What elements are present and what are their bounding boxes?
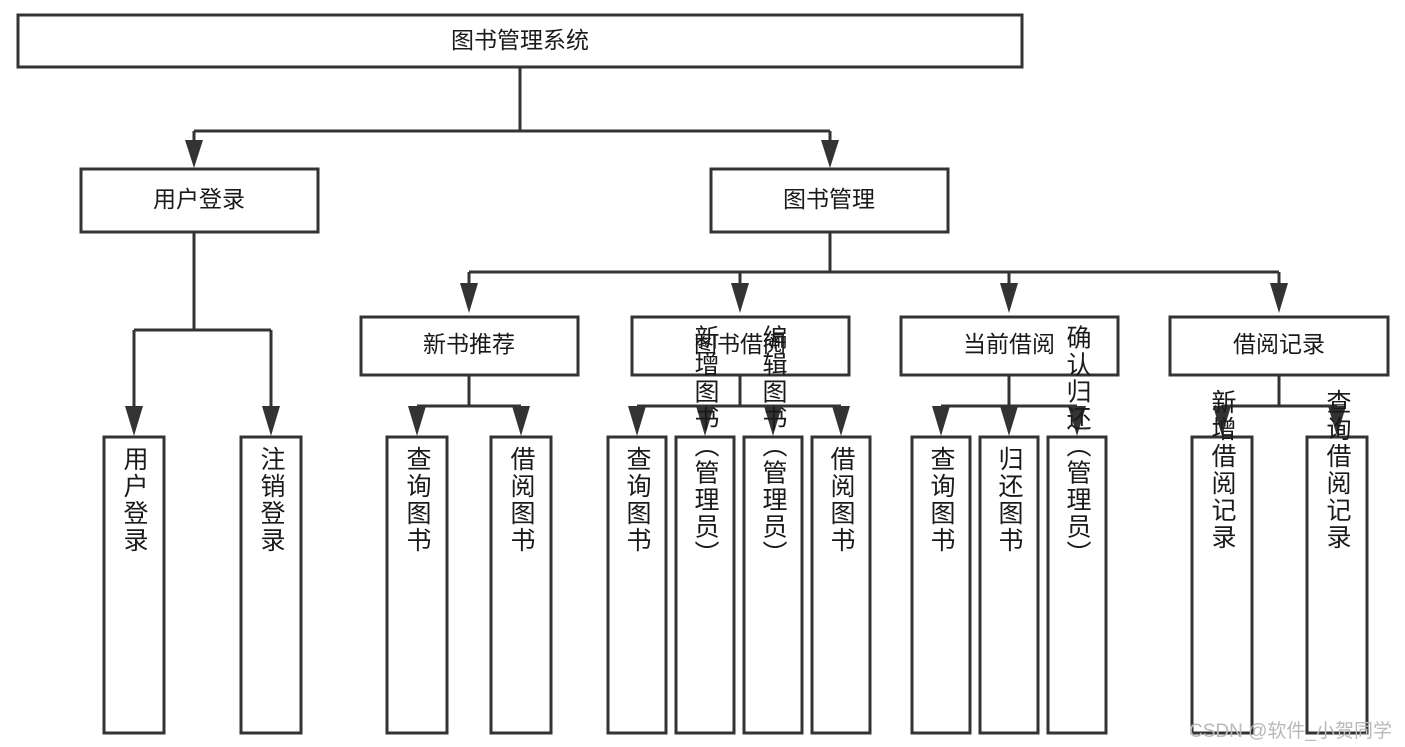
leaf-nb-query-book-box[interactable]: [385, 435, 449, 735]
connectors-book-borrow-to-leaves: [628, 375, 850, 436]
leaf-bb-add-book-label: 新增图书（管理员）: [691, 325, 720, 568]
connectors-user-login-to-leaves: [125, 232, 280, 436]
node-root-box[interactable]: [16, 13, 1024, 69]
leaf-bb-edit-book[interactable]: 编辑图书（管理员）: [742, 325, 804, 735]
leaf-nb-borrow-book-label: 借阅图书: [507, 446, 536, 554]
arrowhead-user-login: [185, 140, 203, 168]
node-borrow-record-label: 借阅记录: [1233, 331, 1325, 357]
leaf-cb-query-book[interactable]: 查询图书: [910, 435, 972, 735]
arrowhead-nb-leaf-1: [408, 406, 426, 436]
leaf-bb-query-book-label: 查询图书: [623, 446, 652, 554]
node-book-management[interactable]: 图书管理: [709, 167, 950, 234]
node-book-borrow-label: 图书借阅: [694, 331, 786, 357]
leaf-nb-borrow-book-box[interactable]: [489, 435, 553, 735]
node-book-management-label: 图书管理: [783, 186, 875, 212]
leaf-cb-return-book-box[interactable]: [978, 435, 1040, 735]
leaf-br-add-record[interactable]: 新增借阅记录: [1190, 389, 1254, 735]
node-root-label: 图书管理系统: [451, 27, 589, 53]
arrowhead-cb-leaf-3: [1068, 406, 1086, 436]
leaf-bb-borrow-book-box[interactable]: [810, 435, 872, 735]
node-book-management-box[interactable]: [709, 167, 950, 234]
leaf-br-query-record-box[interactable]: [1305, 435, 1369, 735]
leaf-bb-borrow-book-label: 借阅图书: [827, 446, 856, 554]
connectors-root-to-level2: [185, 67, 839, 168]
node-borrow-record[interactable]: 借阅记录: [1168, 315, 1390, 377]
leaf-bb-add-book[interactable]: 新增图书（管理员）: [674, 325, 736, 735]
leaf-nb-query-book[interactable]: 查询图书: [385, 435, 449, 735]
node-new-book-recommend-box[interactable]: [359, 315, 580, 377]
leaf-br-add-record-box[interactable]: [1190, 435, 1254, 735]
arrowhead-leaf-user-login: [125, 406, 143, 436]
leaf-user-login-label: 用户登录: [120, 446, 149, 554]
leaf-nb-borrow-book[interactable]: 借阅图书: [489, 435, 553, 735]
leaf-br-add-record-label: 新增借阅记录: [1208, 389, 1237, 551]
node-book-borrow-box[interactable]: [630, 315, 851, 377]
arrowhead-bb-leaf-2: [696, 406, 714, 436]
node-current-borrow[interactable]: 当前借阅: [899, 315, 1120, 377]
leaf-nb-query-book-label: 查询图书: [403, 446, 432, 554]
csdn-watermark: CSDN @软件_小贺同学: [1189, 720, 1392, 742]
leaf-logout[interactable]: 注销登录: [239, 435, 303, 735]
connectors-new-book-to-leaves: [408, 375, 530, 436]
node-user-login[interactable]: 用户登录: [79, 167, 320, 234]
connectors-current-borrow-to-leaves: [932, 375, 1086, 436]
leaf-logout-label: 注销登录: [257, 446, 286, 554]
leaf-cb-return-book-label: 归还图书: [995, 446, 1024, 554]
node-current-borrow-box[interactable]: [899, 315, 1120, 377]
node-book-borrow[interactable]: 图书借阅: [630, 315, 851, 377]
arrowhead-leaf-logout: [262, 406, 280, 436]
leaf-user-login[interactable]: 用户登录: [102, 435, 166, 735]
node-borrow-record-box[interactable]: [1168, 315, 1390, 377]
leaf-bb-add-book-box[interactable]: [674, 435, 736, 735]
leaf-bb-query-book[interactable]: 查询图书: [606, 435, 668, 735]
leaf-cb-confirm-return-label: 确认归还（管理员）: [1063, 325, 1092, 568]
arrowhead-book-mgmt: [821, 140, 839, 168]
connectors-borrow-record-to-leaves: [1213, 375, 1346, 436]
node-user-login-label: 用户登录: [153, 186, 245, 212]
arrowhead-bb-leaf-3: [764, 406, 782, 436]
arrowhead-book-borrow: [731, 283, 749, 313]
leaf-cb-confirm-return-box[interactable]: [1046, 435, 1108, 735]
leaf-cb-query-book-label: 查询图书: [927, 446, 956, 554]
node-current-borrow-label: 当前借阅: [963, 331, 1055, 357]
node-root[interactable]: 图书管理系统: [16, 13, 1024, 69]
leaf-bb-edit-book-label: 编辑图书（管理员）: [759, 325, 788, 568]
leaf-user-login-box[interactable]: [102, 435, 166, 735]
arrowhead-borrow-record: [1270, 283, 1288, 313]
leaf-bb-borrow-book[interactable]: 借阅图书: [810, 435, 872, 735]
arrowhead-cb-leaf-2: [1000, 406, 1018, 436]
arrowhead-bb-leaf-4: [832, 406, 850, 436]
arrowhead-new-book: [460, 283, 478, 313]
arrowhead-bb-leaf-1: [628, 406, 646, 436]
leaf-cb-query-book-box[interactable]: [910, 435, 972, 735]
node-user-login-box[interactable]: [79, 167, 320, 234]
arrowhead-br-leaf-1: [1213, 406, 1231, 436]
node-new-book-recommend-label: 新书推荐: [423, 331, 515, 357]
connectors-book-mgmt-to-level3: [460, 232, 1288, 313]
leaf-cb-confirm-return[interactable]: 确认归还（管理员）: [1046, 325, 1108, 735]
leaf-br-query-record[interactable]: 查询借阅记录: [1305, 389, 1369, 735]
arrowhead-cb-leaf-1: [932, 406, 950, 436]
node-new-book-recommend[interactable]: 新书推荐: [359, 315, 580, 377]
arrowhead-nb-leaf-2: [512, 406, 530, 436]
arrowhead-current-borrow: [1000, 283, 1018, 313]
arrowhead-br-leaf-2: [1328, 406, 1346, 436]
leaf-cb-return-book[interactable]: 归还图书: [978, 435, 1040, 735]
leaf-bb-edit-book-box[interactable]: [742, 435, 804, 735]
leaf-bb-query-book-box[interactable]: [606, 435, 668, 735]
leaf-logout-box[interactable]: [239, 435, 303, 735]
leaf-br-query-record-label: 查询借阅记录: [1323, 389, 1352, 551]
